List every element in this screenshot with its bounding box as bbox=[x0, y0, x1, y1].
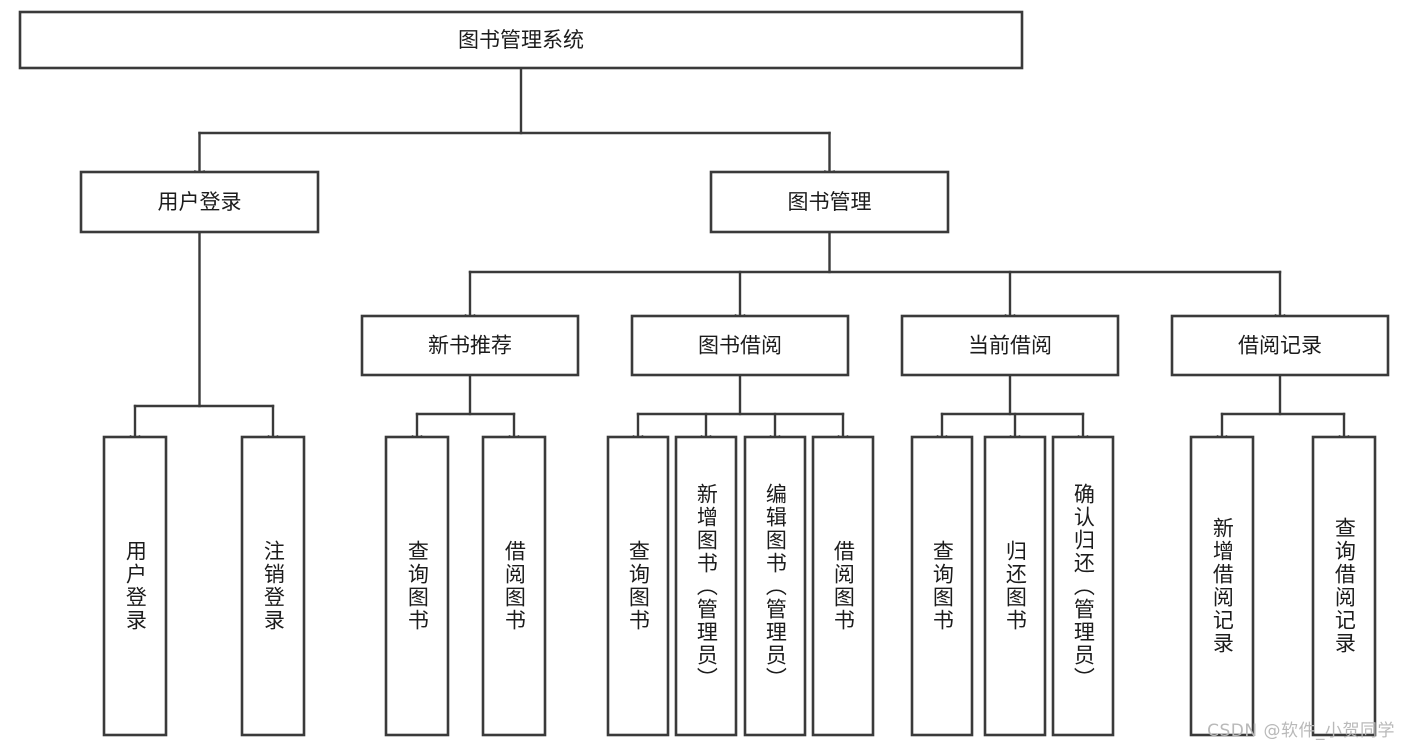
node-box-leaf-confirm-return-admin[interactable] bbox=[1051, 435, 1115, 737]
node-box-book-borrow[interactable] bbox=[630, 314, 850, 377]
node-box-leaf-user-login[interactable] bbox=[102, 435, 168, 737]
node-box-book-management[interactable] bbox=[709, 170, 950, 234]
node-box-current-borrow[interactable] bbox=[900, 314, 1120, 377]
node-label-book-management: 图书管理 bbox=[788, 190, 872, 214]
node-label-borrow-records: 借阅记录 bbox=[1238, 334, 1322, 358]
node-box-new-book-recommend[interactable] bbox=[360, 314, 580, 377]
node-label-current-borrow: 当前借阅 bbox=[968, 334, 1052, 358]
node-box-leaf-edit-book-admin[interactable] bbox=[743, 435, 807, 737]
node-box-leaf-borrow-book[interactable] bbox=[811, 435, 875, 737]
node-label-new-book-recommend: 新书推荐 bbox=[428, 334, 512, 358]
node-box-leaf-add-book-admin[interactable] bbox=[674, 435, 738, 737]
node-box-leaf-query-book-borrow[interactable] bbox=[606, 435, 670, 737]
node-label-book-borrow: 图书借阅 bbox=[698, 334, 782, 358]
node-box-leaf-borrow-book-recommend[interactable] bbox=[481, 435, 547, 737]
node-box-layer bbox=[18, 10, 1390, 737]
node-box-leaf-query-borrow-record[interactable] bbox=[1311, 435, 1377, 737]
node-box-leaf-return-book[interactable] bbox=[983, 435, 1047, 737]
node-label-root: 图书管理系统 bbox=[458, 28, 584, 52]
node-box-user-login[interactable] bbox=[79, 170, 320, 234]
node-box-root[interactable] bbox=[18, 10, 1024, 70]
node-box-leaf-logout[interactable] bbox=[240, 435, 306, 737]
node-box-leaf-add-borrow-record[interactable] bbox=[1189, 435, 1255, 737]
node-box-leaf-query-book-current[interactable] bbox=[910, 435, 974, 737]
connector-layer bbox=[129, 66, 1350, 444]
node-box-borrow-records[interactable] bbox=[1170, 314, 1390, 377]
node-box-leaf-query-book-recommend[interactable] bbox=[384, 435, 450, 737]
csdn-watermark: CSDN @软件_小贺同学 bbox=[1207, 721, 1395, 741]
node-label-user-login: 用户登录 bbox=[158, 190, 242, 214]
